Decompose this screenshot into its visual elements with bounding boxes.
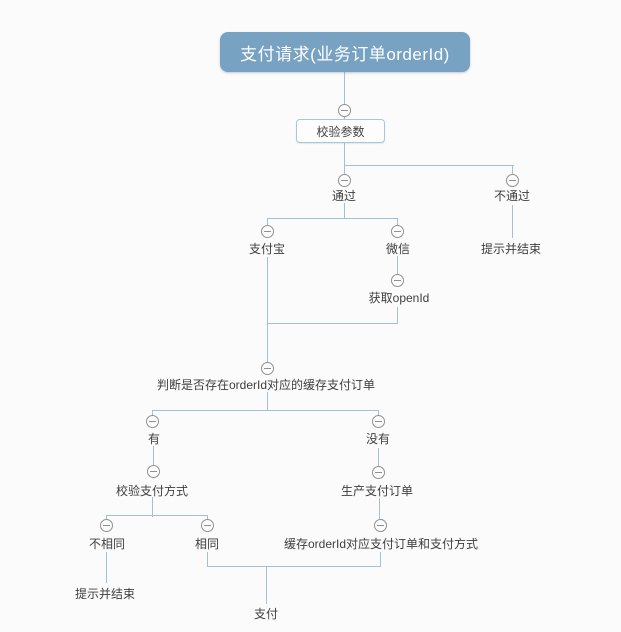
node-prompt-end-top[interactable]: 提示并结束: [480, 242, 542, 256]
connector-line: [344, 165, 345, 174]
node-wechat[interactable]: 微信: [385, 242, 411, 256]
collapse-minus-icon[interactable]: [100, 519, 113, 532]
collapse-minus-icon[interactable]: [201, 519, 214, 532]
collapse-minus-icon[interactable]: [261, 362, 274, 375]
connector-line: [153, 446, 154, 465]
connector-line: [152, 410, 153, 416]
connector-line: [380, 552, 381, 567]
node-has[interactable]: 有: [147, 432, 161, 446]
node-get-openid[interactable]: 获取openId: [368, 291, 430, 305]
connector-line: [379, 498, 380, 519]
collapse-minus-icon[interactable]: [391, 225, 404, 238]
connector-line: [267, 392, 268, 411]
collapse-minus-icon[interactable]: [146, 415, 159, 428]
connector-line: [397, 307, 398, 324]
connector-line: [512, 205, 513, 238]
collapse-minus-icon[interactable]: [261, 225, 274, 238]
connector-line: [106, 515, 208, 516]
connector-line: [397, 256, 398, 274]
connector-line: [207, 515, 208, 520]
connector-line: [378, 410, 379, 416]
connector-line: [267, 218, 398, 219]
connector-line: [106, 515, 107, 520]
collapse-minus-icon[interactable]: [391, 274, 404, 287]
node-different[interactable]: 不相同: [88, 537, 126, 551]
connector-line: [267, 218, 268, 225]
node-check-cached-order[interactable]: 判断是否存在orderId对应的缓存支付订单: [156, 378, 376, 392]
node-check-pay-method[interactable]: 校验支付方式: [115, 484, 189, 498]
connector-line: [512, 165, 513, 174]
connector-line: [267, 323, 268, 362]
collapse-minus-icon[interactable]: [338, 174, 351, 187]
connector-line: [152, 410, 379, 411]
node-pass[interactable]: 通过: [331, 189, 357, 203]
connector-line: [344, 116, 345, 119]
connector-line: [267, 257, 268, 324]
node-cache-order[interactable]: 缓存orderId对应支付订单和支付方式: [283, 537, 479, 551]
collapse-minus-icon[interactable]: [372, 466, 385, 479]
connector-line: [267, 323, 398, 324]
connector-line: [344, 165, 514, 166]
connector-line: [397, 218, 398, 225]
root-node-payment-request[interactable]: 支付请求(业务订单orderId): [220, 32, 470, 72]
connector-line: [344, 203, 345, 219]
connector-line: [266, 566, 267, 604]
collapse-minus-icon[interactable]: [374, 519, 387, 532]
node-create-pay-order[interactable]: 生产支付订单: [340, 484, 414, 498]
node-validate-params[interactable]: 校验参数: [296, 119, 385, 143]
node-same[interactable]: 相同: [194, 537, 220, 551]
node-prompt-end-bottom[interactable]: 提示并结束: [74, 587, 136, 601]
collapse-minus-icon[interactable]: [147, 465, 160, 478]
connector-line: [344, 141, 345, 166]
collapse-minus-icon[interactable]: [338, 104, 351, 117]
connector-line: [207, 566, 381, 567]
connector-line: [106, 552, 107, 583]
collapse-minus-icon[interactable]: [506, 174, 519, 187]
connector-line: [378, 448, 379, 466]
node-pay[interactable]: 支付: [253, 607, 279, 621]
connector-line: [344, 72, 345, 104]
node-fail[interactable]: 不通过: [493, 189, 531, 203]
connector-line: [152, 497, 153, 517]
node-alipay[interactable]: 支付宝: [248, 242, 286, 256]
node-has-not[interactable]: 没有: [365, 432, 391, 446]
collapse-minus-icon[interactable]: [372, 415, 385, 428]
connector-line: [207, 552, 208, 567]
